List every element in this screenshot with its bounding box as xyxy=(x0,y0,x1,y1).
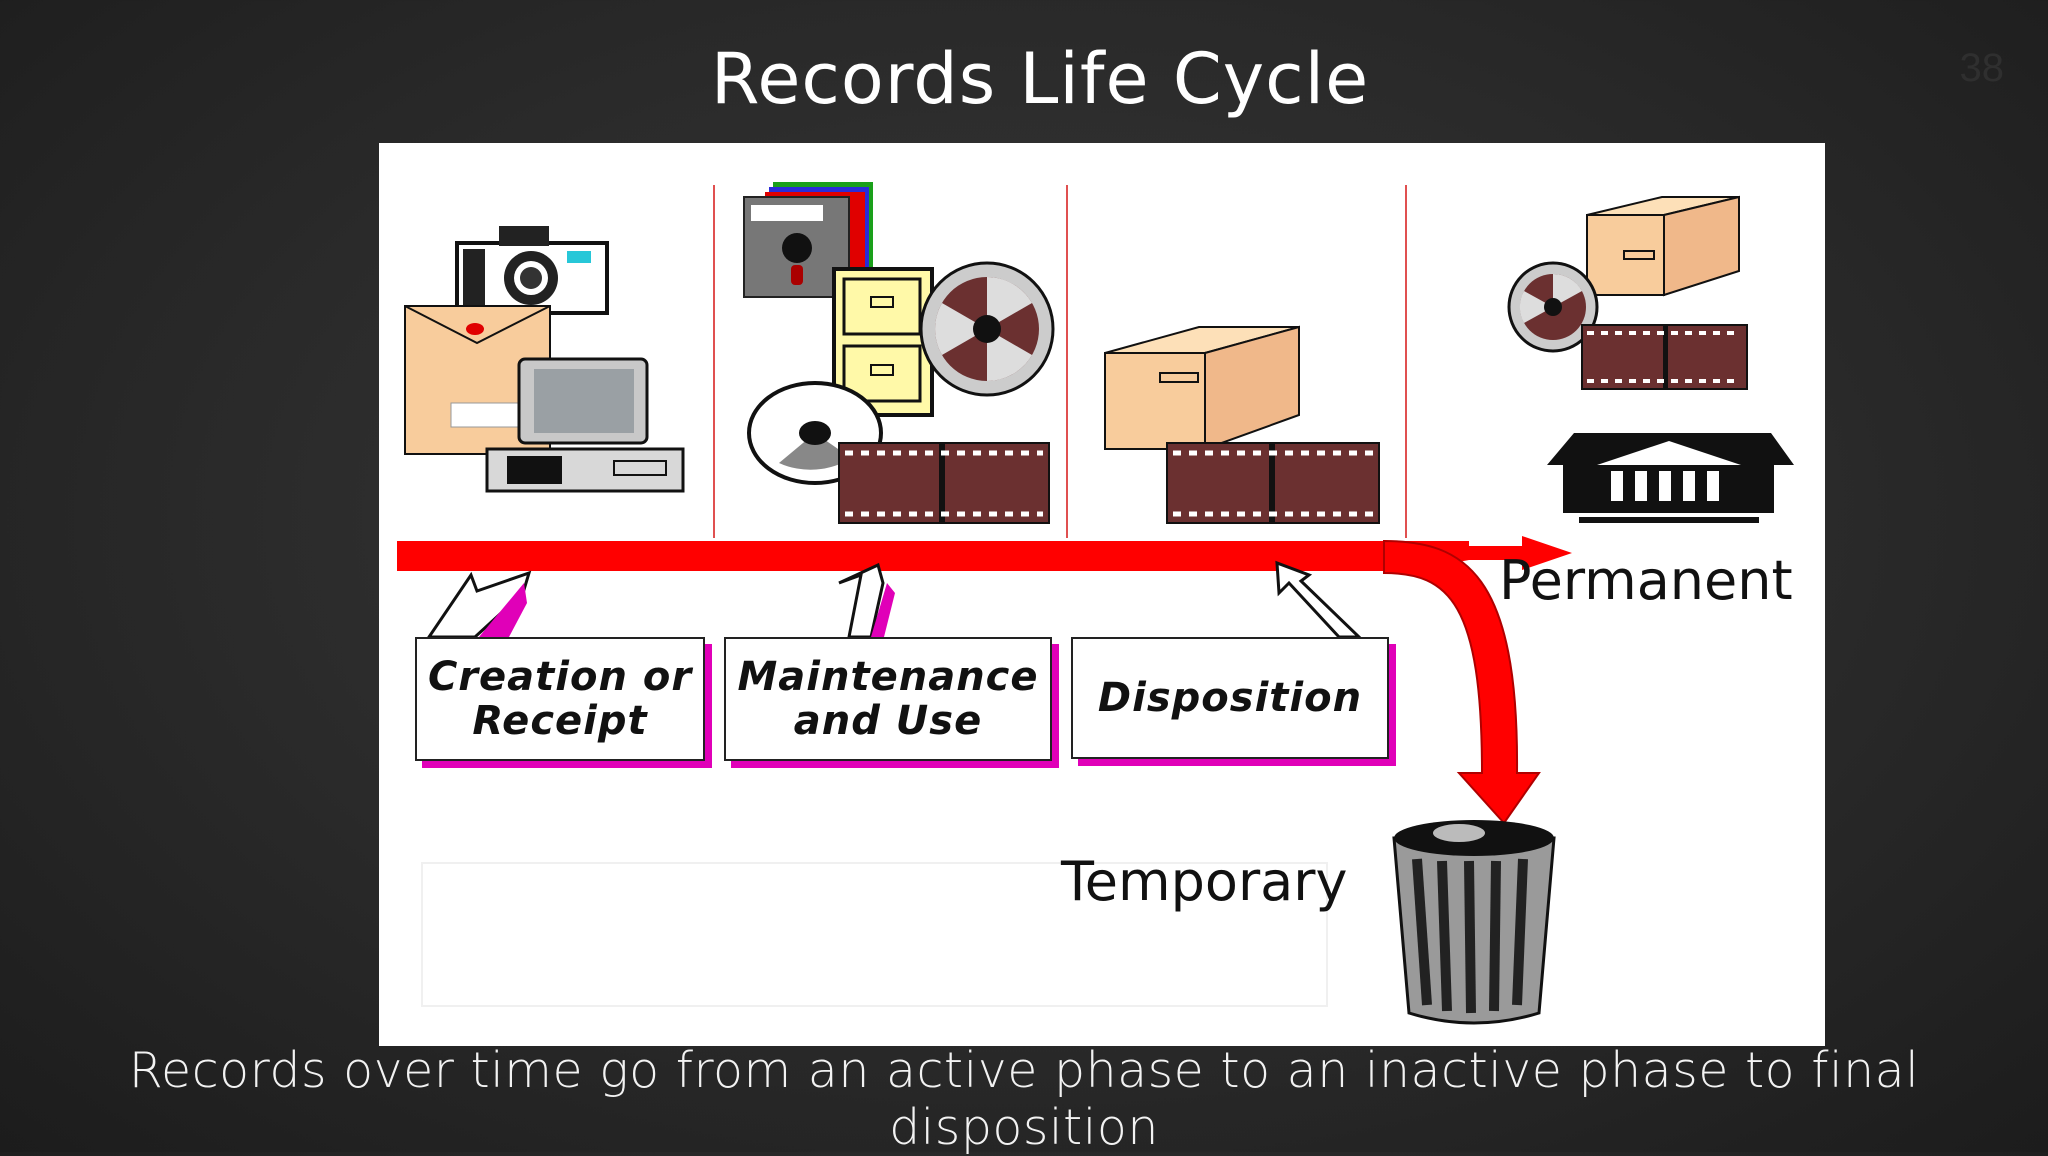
slide-title: Records Life Cycle xyxy=(710,38,1370,120)
callout-pointer xyxy=(1275,560,1363,639)
phase-label-line1: Maintenance xyxy=(737,654,1039,700)
archives-building-icon xyxy=(1547,433,1794,523)
microfilm-icon xyxy=(1166,442,1380,524)
callout-pointer xyxy=(426,570,532,639)
phase-box-disposition: Disposition xyxy=(1071,637,1389,759)
diagram-graphics xyxy=(397,182,1794,1025)
trash-can-icon xyxy=(1392,820,1556,1025)
storage-box-icon xyxy=(1586,195,1740,297)
phase-box-maintenance: Maintenance and Use xyxy=(724,637,1052,761)
phase-label-line1: Disposition xyxy=(1097,675,1363,721)
microfilm-icon xyxy=(838,442,1050,524)
life-cycle-diagram: Creation or Receipt Maintenance and Use … xyxy=(379,143,1825,1046)
film-reel-icon xyxy=(1507,261,1599,353)
camera-icon xyxy=(455,226,609,315)
phase-label-line2: Receipt xyxy=(472,698,648,744)
callout-pointer xyxy=(838,562,895,639)
phase-label-line1: Creation or xyxy=(427,654,693,700)
slide-caption: Records over time go from an active phas… xyxy=(128,1042,1920,1156)
phase-box-creation: Creation or Receipt xyxy=(415,637,705,761)
storage-box-icon xyxy=(1104,325,1300,451)
microfilm-icon xyxy=(1581,324,1748,390)
temporary-branch-arrow xyxy=(1383,539,1541,825)
page-number: 38 xyxy=(1959,46,2005,90)
empty-frame xyxy=(421,862,1328,1007)
film-reel-icon xyxy=(919,261,1055,397)
computer-icon xyxy=(485,357,685,493)
temporary-label: Temporary xyxy=(1061,850,1348,913)
phase-label-line2: and Use xyxy=(793,698,983,744)
permanent-label: Permanent xyxy=(1499,549,1793,612)
